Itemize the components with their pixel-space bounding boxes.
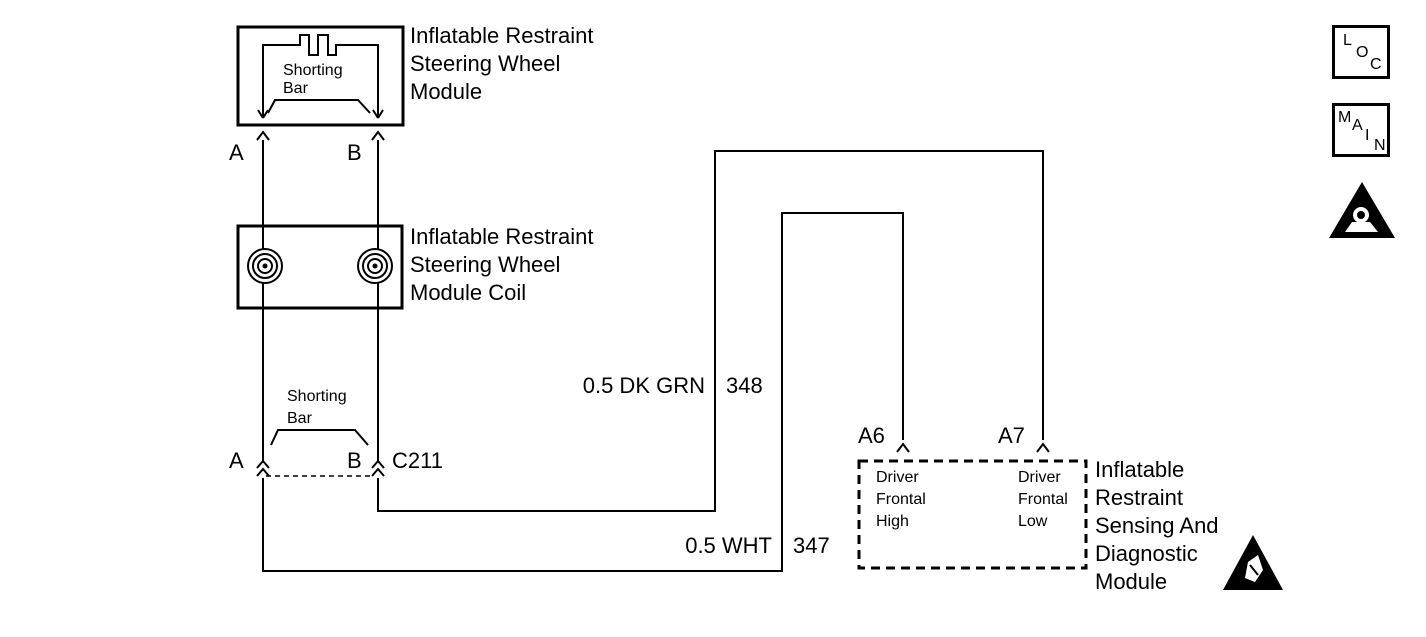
wire-348-color-label: 0.5 DK GRN: [583, 373, 705, 398]
steering-wheel-module: Shorting Bar: [236, 25, 405, 127]
c211-pin-b-chevron: [371, 459, 385, 477]
sdm-pin-a6-chevron: [896, 442, 910, 453]
sdm-name-line-3: Sensing And: [1095, 513, 1219, 538]
sdm-pin-a6-label: A6: [858, 423, 885, 448]
sdm-low-line-3: Low: [1018, 513, 1048, 530]
sdm-pin-a7-label: A7: [998, 423, 1025, 448]
module-name-line-3: Module: [410, 79, 482, 104]
loc-letter-l: L: [1343, 32, 1352, 49]
wire-347-wht: [262, 212, 904, 572]
c211-pin-b-label: B: [347, 448, 362, 473]
esd-warning-icon: [1223, 535, 1283, 590]
sdm-name-line-2: Restraint: [1095, 485, 1183, 510]
main-letter-m: M: [1338, 109, 1352, 126]
sdm-high-line-1: Driver: [876, 469, 919, 486]
sdm-high-line-3: High: [876, 513, 909, 530]
main-letter-a: A: [1352, 117, 1363, 134]
sdm-name-line-4: Diagnostic: [1095, 541, 1198, 566]
module-pin-b-label: B: [347, 140, 362, 165]
main-button[interactable]: M A I N: [1332, 103, 1390, 157]
airbag-warning-icon[interactable]: [1329, 182, 1395, 238]
c211-connector: Shorting Bar: [256, 388, 385, 477]
sdm-name-line-1: Inflatable: [1095, 457, 1184, 482]
c211-pin-a-chevron: [256, 459, 270, 477]
sdm-low-line-2: Frontal: [1018, 491, 1068, 508]
loc-letter-c: C: [1370, 56, 1382, 73]
main-letter-n: N: [1374, 137, 1386, 154]
module-shorting-bar-label-2: Bar: [283, 80, 309, 97]
coil-name-line-1: Inflatable Restraint: [410, 224, 593, 249]
coil-name-line-2: Steering Wheel: [410, 252, 560, 277]
coil-left-spiral-icon: [247, 248, 283, 284]
module-name-line-2: Steering Wheel: [410, 51, 560, 76]
wire-347-color-label: 0.5 WHT: [685, 533, 772, 558]
c211-shorting-bar-label-1: Shorting: [287, 388, 347, 405]
module-pin-b-chevron: [371, 130, 385, 141]
coil-right-spiral-icon: [357, 248, 393, 284]
loc-letter-o: O: [1356, 44, 1369, 61]
sdm-low-line-1: Driver: [1018, 469, 1061, 486]
main-letter-i: I: [1365, 127, 1370, 144]
module-name-line-1: Inflatable Restraint: [410, 23, 593, 48]
steering-wheel-module-coil: [236, 224, 404, 310]
wire-348-circuit-label: 348: [726, 373, 763, 398]
module-pin-a-chevron: [256, 130, 270, 141]
loc-button[interactable]: L O C: [1332, 25, 1390, 79]
c211-connector-label: C211: [392, 448, 443, 473]
module-pin-a-label: A: [229, 140, 244, 165]
c211-shorting-bar-label-2: Bar: [287, 410, 313, 427]
sdm-module: Driver Frontal High Driver Frontal Low: [857, 442, 1088, 570]
coil-name-line-3: Module Coil: [410, 280, 526, 305]
sdm-pin-a7-chevron: [1036, 442, 1050, 453]
module-shorting-bar-label-1: Shorting: [283, 62, 343, 79]
sdm-name-line-5: Module: [1095, 569, 1167, 594]
sdm-high-line-2: Frontal: [876, 491, 926, 508]
wire-347-circuit-label: 347: [793, 533, 830, 558]
wire-348-dk-grn: [377, 150, 1044, 512]
c211-pin-a-label: A: [229, 448, 244, 473]
